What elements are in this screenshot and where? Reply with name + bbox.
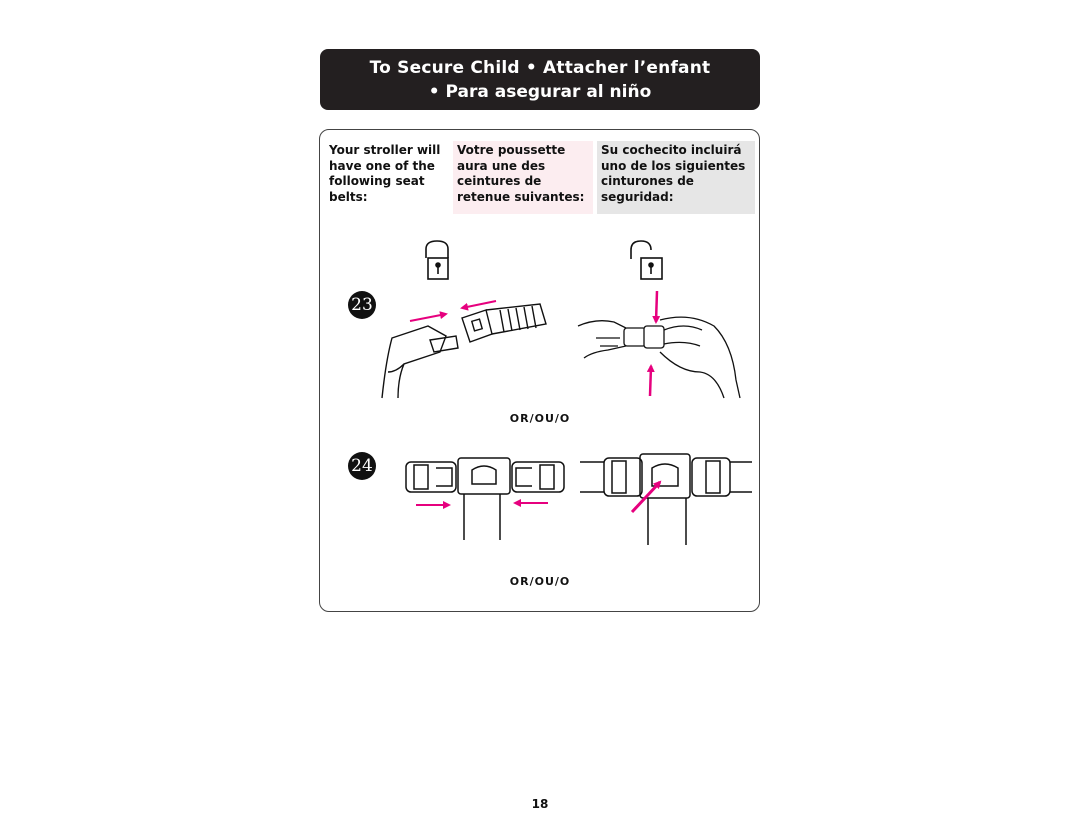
intro-text-spanish: Su cochecito incluirá uno de los siguien… — [597, 141, 755, 214]
step-number-24: 24 — [348, 452, 376, 480]
arrow-press-release — [630, 480, 662, 514]
intro-text-french: Votre poussette aura une des ceintures d… — [453, 141, 593, 214]
buckle-insert-illustration — [381, 303, 547, 399]
arrow-press-up — [646, 364, 655, 397]
three-point-buckle-illustration — [405, 457, 565, 540]
intro-text-english: Your stroller will have one of the follo… — [329, 143, 441, 204]
section-title-line-2: • Para asegurar al niño — [428, 82, 652, 102]
section-title-line-1: To Secure Child • Attacher l’enfant — [369, 58, 711, 78]
instruction-panel — [319, 129, 760, 612]
page-number: 18 — [531, 797, 549, 811]
or-separator-2: OR/OU/O — [509, 575, 571, 588]
padlock-unlocked-icon — [630, 240, 663, 280]
arrow-insert-left — [460, 300, 497, 311]
padlock-locked-icon — [425, 240, 449, 280]
step-number-23: 23 — [348, 291, 376, 319]
section-title-bar: To Secure Child • Attacher l’enfant • Pa… — [320, 49, 760, 110]
or-separator-1: OR/OU/O — [509, 412, 571, 425]
hands-release-illustration — [577, 316, 741, 399]
arrow-press-down — [652, 290, 661, 324]
connected-buckle-illustration — [580, 453, 752, 545]
arrow-insert-right — [409, 311, 448, 322]
